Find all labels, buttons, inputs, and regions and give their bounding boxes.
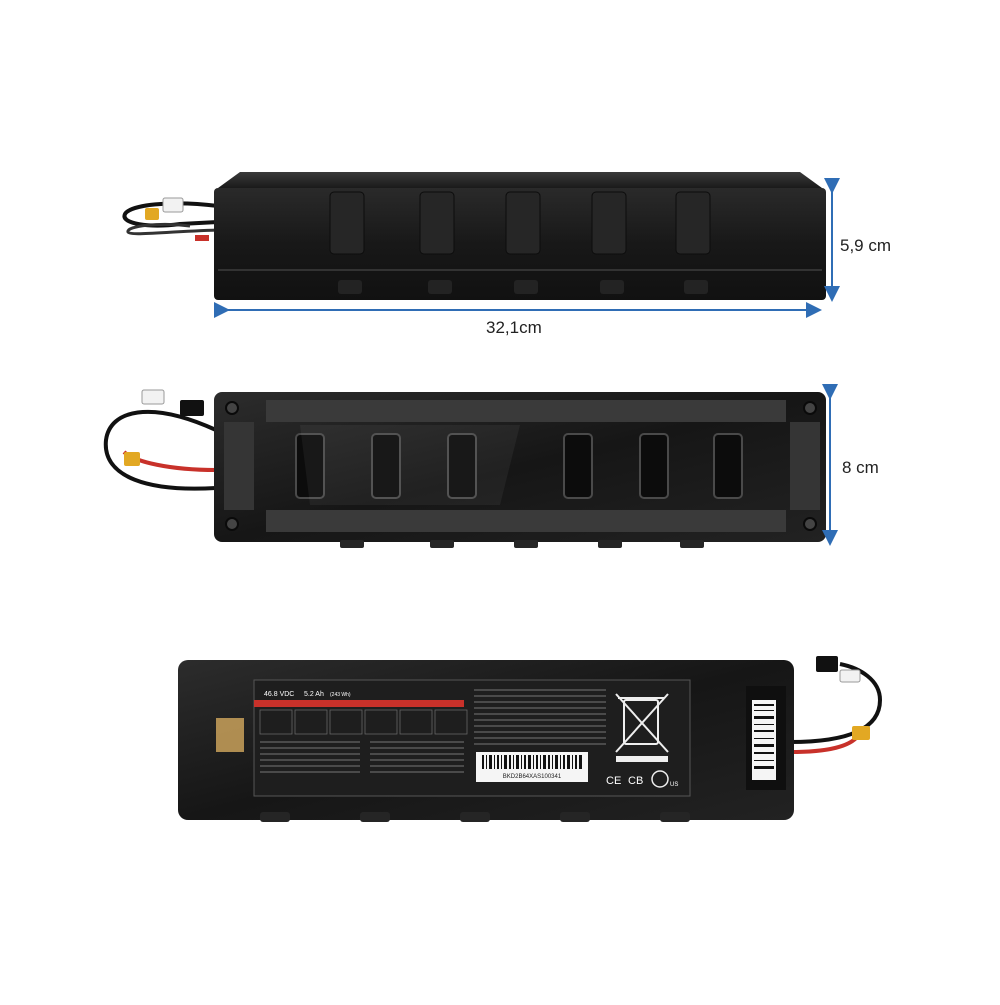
connector-white	[141, 389, 165, 405]
foam-strip-top	[266, 400, 786, 422]
battery-top-view	[103, 389, 826, 548]
label-energy: (243 Wh)	[330, 692, 351, 698]
connector-white	[162, 197, 184, 213]
serial-number: BKD2B64XAS100341	[503, 774, 562, 780]
label-spec-boxes	[259, 709, 468, 735]
length-label: 32,1cm	[486, 318, 542, 337]
battery-housing	[214, 392, 826, 542]
foam-pad-right	[790, 422, 820, 510]
wire-grey	[126, 222, 219, 236]
connector-yellow	[124, 452, 140, 466]
battery-label	[253, 679, 691, 797]
foam-strip-bottom	[266, 510, 786, 532]
ul-us-text: US	[670, 782, 678, 788]
connector-yellow	[145, 208, 159, 220]
wire-black	[103, 409, 217, 491]
ul-mark-icon: US	[651, 770, 678, 788]
wire-black	[789, 662, 883, 744]
battery-label-view: 46.8 VDC 5.2 Ah (243 Wh) BK	[178, 656, 883, 822]
label-voltage: 46.8 VDC	[264, 691, 294, 698]
label-capacity: 5.2 Ah	[304, 691, 324, 698]
battery-top-edge	[218, 172, 822, 188]
connector-black	[816, 656, 838, 672]
wire-red	[195, 235, 209, 241]
label-red-band	[254, 700, 464, 707]
width-label: 8 cm	[842, 458, 879, 477]
height-label: 5,9 cm	[840, 236, 892, 255]
connector-yellow	[852, 726, 870, 740]
connector-white	[839, 669, 861, 683]
tape-patch	[216, 718, 244, 752]
foam-pad-left	[224, 422, 254, 510]
connector-black	[180, 400, 204, 416]
weee-bin-icon	[615, 693, 669, 762]
cb-mark-icon: CB	[628, 775, 643, 787]
battery-side-view	[122, 172, 826, 300]
ce-mark-icon: CE	[606, 775, 621, 787]
